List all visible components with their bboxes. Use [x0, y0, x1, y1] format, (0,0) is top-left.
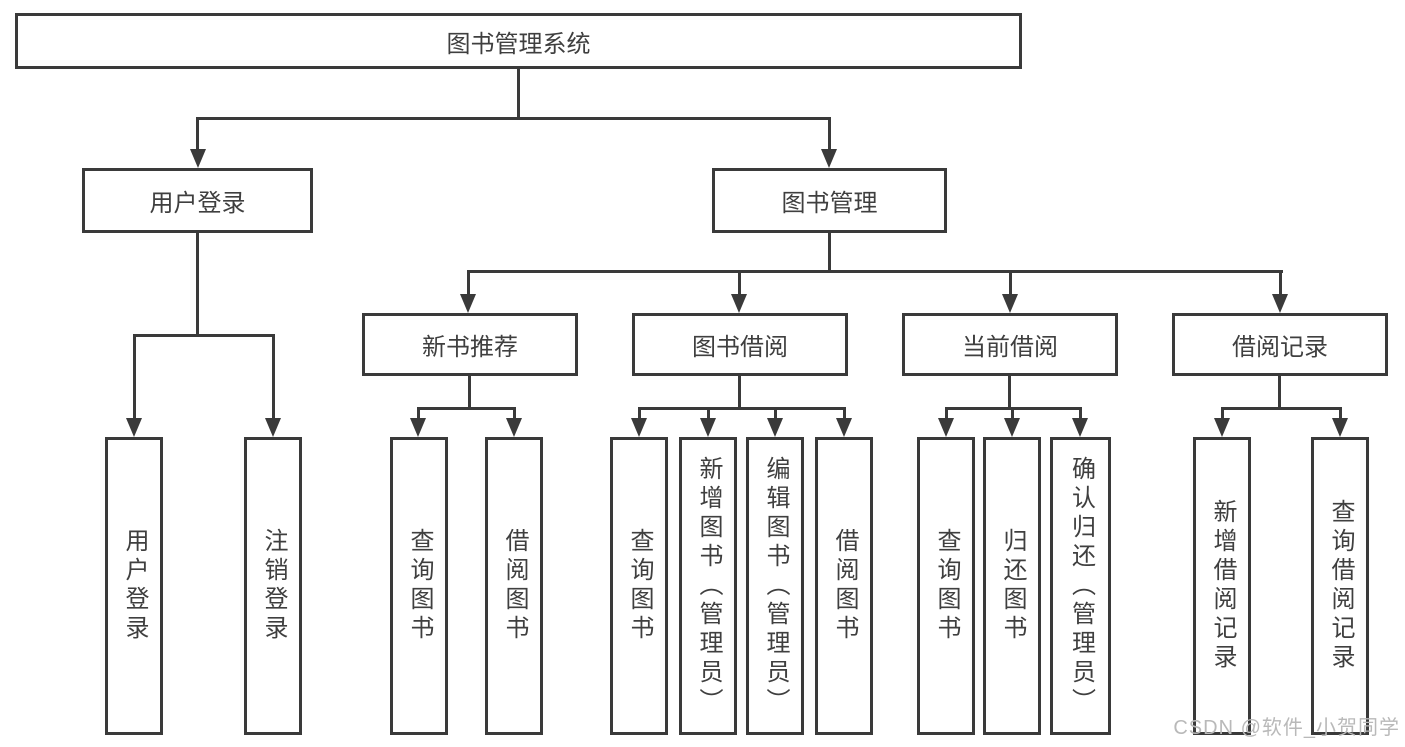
leaf-newbook-borrow-books-label: 借阅图书 [501, 528, 528, 644]
node-root-label: 图书管理系统 [446, 30, 591, 58]
node-current-borrowing-label: 当前借阅 [962, 334, 1058, 361]
node-book-borrowing-label: 图书借阅 [692, 334, 788, 361]
leaf-borrowing-edit-books-admin: 编辑图书（管理员） [746, 437, 804, 735]
leaf-current-return-books: 归还图书 [983, 437, 1041, 735]
connector-line [1221, 407, 1224, 421]
connector-line [133, 334, 275, 337]
arrowhead-down-icon [1272, 294, 1288, 313]
arrowhead-down-icon [767, 418, 783, 437]
node-book-management: 图书管理 [712, 168, 947, 233]
arrowhead-down-icon [1072, 418, 1088, 437]
connector-line [196, 117, 199, 151]
node-borrow-records-label: 借阅记录 [1232, 334, 1328, 361]
leaf-record-add-borrow-record-label: 新增借阅记录 [1209, 499, 1236, 673]
connector-line [196, 233, 199, 334]
connector-line [1339, 407, 1342, 421]
leaf-newbook-query-books-label: 查询图书 [406, 528, 433, 644]
leaf-current-query-books-label: 查询图书 [933, 528, 960, 644]
leaf-record-add-borrow-record: 新增借阅记录 [1193, 437, 1251, 735]
connector-line [1221, 407, 1342, 410]
connector-line [638, 407, 641, 421]
connector-line [1009, 270, 1012, 297]
connector-line [774, 407, 777, 421]
leaf-current-confirm-return-admin: 确认归还（管理员） [1050, 437, 1111, 735]
connector-line [468, 376, 471, 407]
connector-line [467, 270, 470, 297]
leaf-record-query-borrow-record: 查询借阅记录 [1311, 437, 1369, 735]
connector-line [707, 407, 710, 421]
node-book-management-label: 图书管理 [781, 190, 878, 217]
arrowhead-down-icon [460, 294, 476, 313]
node-user-login-label: 用户登录 [149, 190, 246, 217]
leaf-record-query-borrow-record-label: 查询借阅记录 [1327, 499, 1354, 673]
connector-line [1079, 407, 1082, 421]
csdn-watermark: CSDN @软件_小贺同学 [1173, 717, 1400, 739]
arrowhead-down-icon [1214, 418, 1230, 437]
connector-line [133, 334, 136, 420]
connector-line [196, 117, 831, 120]
arrowhead-down-icon [410, 418, 426, 437]
connector-line [828, 233, 831, 270]
node-user-login: 用户登录 [82, 168, 313, 233]
arrowhead-down-icon [836, 418, 852, 437]
connector-line [843, 407, 846, 421]
connector-line [738, 376, 741, 407]
node-new-book-recommend: 新书推荐 [362, 313, 578, 376]
arrowhead-down-icon [1004, 418, 1020, 437]
leaf-borrowing-add-books-admin-label: 新增图书（管理员） [695, 455, 722, 717]
node-root: 图书管理系统 [15, 13, 1022, 69]
leaf-borrowing-query-books: 查询图书 [610, 437, 668, 735]
leaf-newbook-query-books: 查询图书 [390, 437, 448, 735]
connector-line [1278, 376, 1281, 407]
connector-line [417, 407, 516, 410]
leaf-borrowing-edit-books-admin-label: 编辑图书（管理员） [762, 455, 789, 717]
leaf-newbook-borrow-books: 借阅图书 [485, 437, 543, 735]
arrowhead-down-icon [190, 149, 206, 168]
connector-line [638, 407, 846, 410]
connector-line [1011, 407, 1014, 421]
node-borrow-records: 借阅记录 [1172, 313, 1388, 376]
connector-line [467, 270, 1283, 273]
leaf-borrowing-query-books-label: 查询图书 [626, 528, 653, 644]
leaf-current-return-books-label: 归还图书 [999, 528, 1026, 644]
leaf-borrowing-borrow-books: 借阅图书 [815, 437, 873, 735]
arrowhead-down-icon [731, 294, 747, 313]
connector-line [513, 407, 516, 421]
node-book-borrowing: 图书借阅 [632, 313, 848, 376]
connector-line [517, 69, 520, 117]
arrowhead-down-icon [1332, 418, 1348, 437]
connector-line [738, 270, 741, 297]
node-current-borrowing: 当前借阅 [902, 313, 1118, 376]
leaf-current-query-books: 查询图书 [917, 437, 975, 735]
leaf-borrowing-add-books-admin: 新增图书（管理员） [679, 437, 737, 735]
leaf-user-login-label: 用户登录 [121, 528, 148, 644]
arrowhead-down-icon [700, 418, 716, 437]
connector-line [945, 407, 948, 421]
leaf-user-login: 用户登录 [105, 437, 163, 735]
arrowhead-down-icon [938, 418, 954, 437]
connector-line [272, 334, 275, 420]
arrowhead-down-icon [821, 149, 837, 168]
arrowhead-down-icon [265, 418, 281, 437]
leaf-logout: 注销登录 [244, 437, 302, 735]
leaf-borrowing-borrow-books-label: 借阅图书 [831, 528, 858, 644]
arrowhead-down-icon [631, 418, 647, 437]
arrowhead-down-icon [1002, 294, 1018, 313]
leaf-current-confirm-return-admin-label: 确认归还（管理员） [1067, 455, 1095, 717]
arrowhead-down-icon [126, 418, 142, 437]
node-new-book-recommend-label: 新书推荐 [422, 334, 518, 361]
connector-line [1279, 270, 1282, 297]
connector-line [1008, 376, 1011, 407]
connector-line [828, 117, 831, 151]
connector-line [417, 407, 420, 421]
leaf-logout-label: 注销登录 [260, 528, 287, 644]
arrowhead-down-icon [506, 418, 522, 437]
